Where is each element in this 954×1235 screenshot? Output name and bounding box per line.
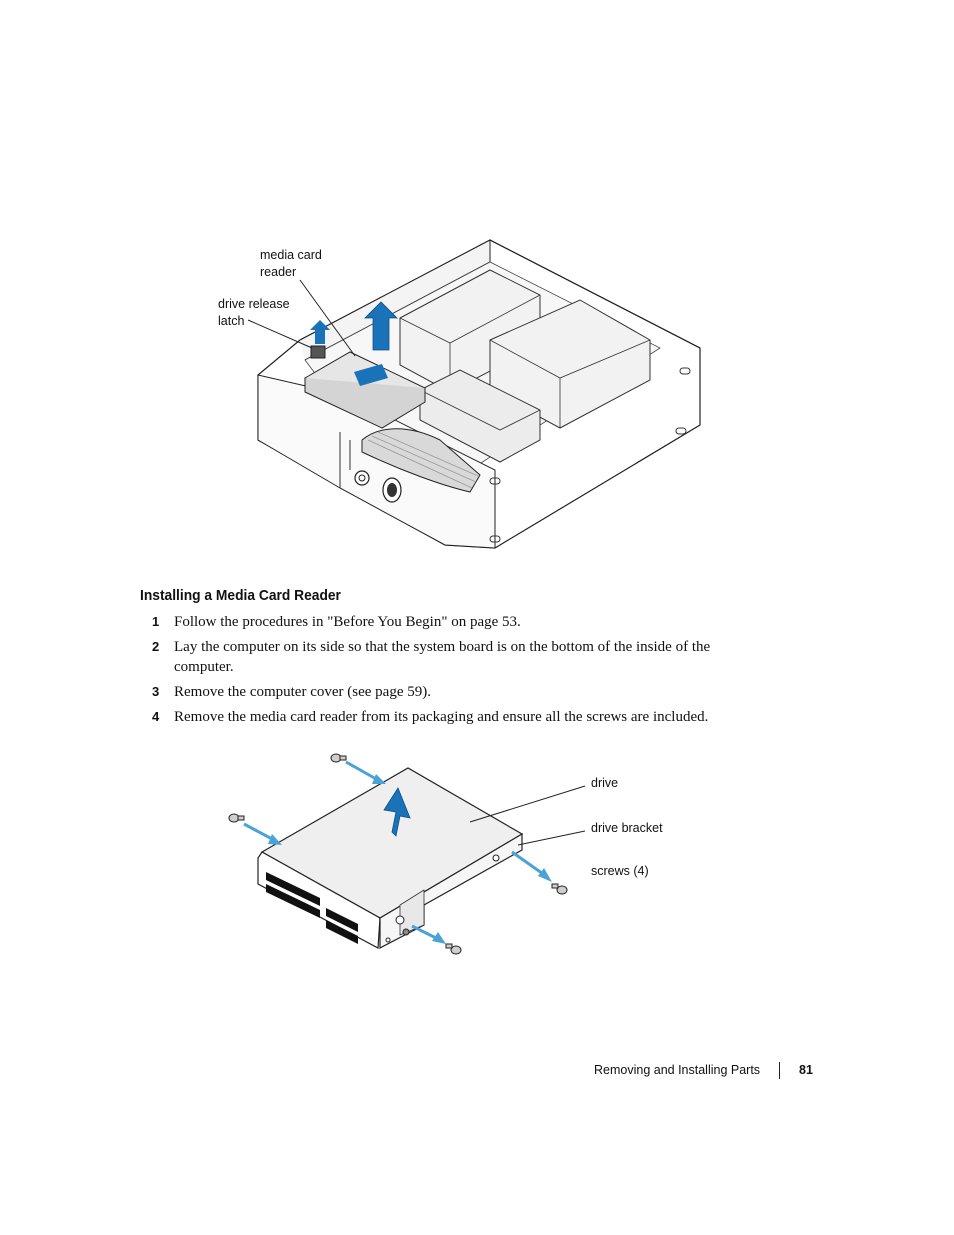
step-item: 3 Remove the computer cover (see page 59…	[150, 682, 760, 702]
media-card-reader-illustration	[228, 753, 586, 955]
callout-screws: screws (4)	[591, 864, 649, 878]
section-heading: Installing a Media Card Reader	[140, 587, 341, 604]
callout-media-card-reader: media card reader	[260, 248, 322, 279]
step-text: Lay the computer on its side so that the…	[174, 639, 711, 675]
callout-drive: drive	[591, 776, 619, 790]
steps-list: 1 Follow the procedures in "Before You B…	[150, 612, 760, 732]
step-number: 3	[152, 684, 160, 699]
callout-drive-bracket: drive bracket	[591, 821, 663, 835]
step-text: Follow the procedures in "Before You Beg…	[174, 614, 521, 630]
step-item: 1 Follow the procedures in "Before You B…	[150, 612, 760, 632]
step-text: Remove the media card reader from its pa…	[174, 709, 709, 725]
step-item: 4 Remove the media card reader from its …	[150, 707, 760, 727]
footer-divider	[779, 1062, 780, 1079]
step-number: 1	[152, 614, 160, 629]
footer-section-name: Removing and Installing Parts	[594, 1063, 761, 1077]
callout-drive-release-latch: drive release latch	[218, 297, 290, 328]
page-number: 81	[799, 1063, 813, 1077]
step-number: 4	[152, 709, 160, 724]
chassis-illustration	[247, 239, 701, 549]
step-item: 2 Lay the computer on its side so that t…	[150, 637, 760, 677]
step-text: Remove the computer cover (see page 59).	[174, 684, 431, 700]
step-number: 2	[152, 639, 160, 654]
